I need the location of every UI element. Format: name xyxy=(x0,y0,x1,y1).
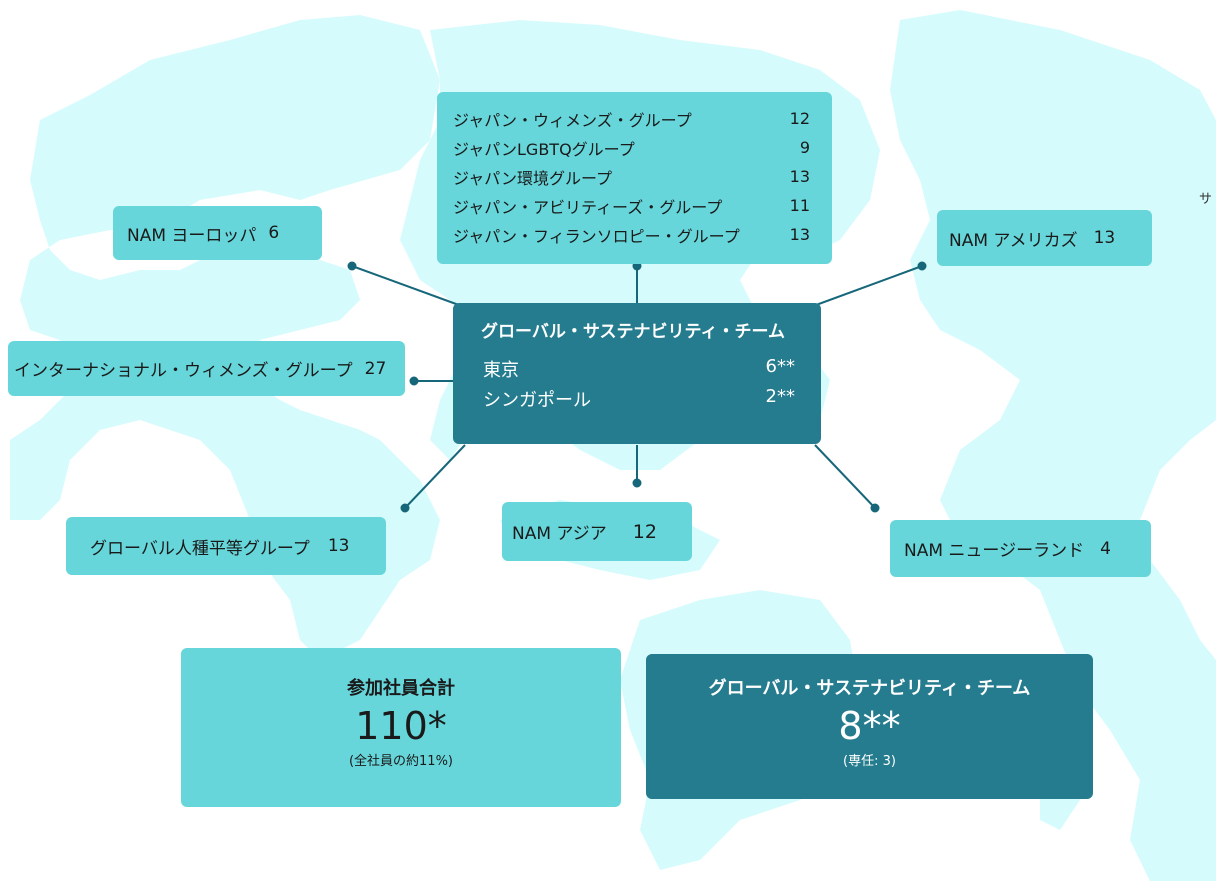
group-count: 9 xyxy=(799,138,810,157)
team-location-city: 東京 xyxy=(483,360,519,381)
global-race-equality-label: グローバル人種平等グループ xyxy=(90,538,310,559)
team-summary-note: (専任: 3) xyxy=(843,754,896,769)
group-name: ジャパン・フィランソロピー・グループ xyxy=(453,226,740,246)
participants-summary-box: 参加社員合計 110* (全社員の約11%) xyxy=(181,648,621,807)
group-count: 11 xyxy=(789,196,810,215)
team-title: グローバル・サステナビリティ・チーム xyxy=(481,322,785,342)
group-row: ジャパン・フィランソロピー・グループ 13 xyxy=(453,220,810,249)
group-row: ジャパンLGBTQグループ 9 xyxy=(453,133,810,162)
nam-asia-box: NAM アジア 12 xyxy=(502,502,692,561)
nam-americas-label: NAM アメリカズ xyxy=(949,230,1078,251)
global-race-equality-box: グローバル人種平等グループ 13 xyxy=(66,517,386,575)
participants-title: 参加社員合計 xyxy=(347,678,455,699)
international-women-count: 27 xyxy=(364,358,387,379)
nam-asia-count: 12 xyxy=(632,520,657,543)
team-summary-title: グローバル・サステナビリティ・チーム xyxy=(708,678,1031,699)
group-count: 12 xyxy=(789,109,810,128)
team-summary-value: 8** xyxy=(838,704,901,748)
participants-value: 110* xyxy=(355,704,447,748)
group-row: ジャパン・ウィメンズ・グループ 12 xyxy=(453,104,810,133)
group-name: ジャパン・アビリティーズ・グループ xyxy=(453,197,723,217)
nam-new-zealand-label: NAM ニュージーランド xyxy=(904,541,1085,561)
nam-europe-count: 6 xyxy=(268,223,280,243)
japan-groups-box: ジャパン・ウィメンズ・グループ 12 ジャパンLGBTQグループ 9 ジャパン環… xyxy=(437,92,832,264)
nam-americas-box: NAM アメリカズ 13 xyxy=(937,210,1152,266)
global-sustainability-team-box: グローバル・サステナビリティ・チーム 東京 6** シンガポール 2** xyxy=(453,303,821,444)
group-row: ジャパン環境グループ 13 xyxy=(453,162,810,191)
group-count: 13 xyxy=(789,225,810,244)
nam-new-zealand-count: 4 xyxy=(1100,538,1111,559)
nam-asia-label: NAM アジア xyxy=(512,524,607,544)
participants-note: (全社員の約11%) xyxy=(348,754,454,769)
team-location-count: 6** xyxy=(765,356,795,377)
team-location-row: 東京 6** xyxy=(481,356,795,382)
group-row: ジャパン・アビリティーズ・グループ 11 xyxy=(453,191,810,220)
nam-europe-label: NAM ヨーロッパ xyxy=(127,225,257,246)
nam-new-zealand-box: NAM ニュージーランド 4 xyxy=(890,520,1151,577)
group-name: ジャパン環境グループ xyxy=(453,168,613,188)
nam-americas-count: 13 xyxy=(1093,228,1116,248)
nam-europe-box: NAM ヨーロッパ 6 xyxy=(113,206,322,260)
group-count: 13 xyxy=(789,167,810,186)
international-women-box: インターナショナル・ウィメンズ・グループ 27 xyxy=(8,341,405,396)
team-summary-box: グローバル・サステナビリティ・チーム 8** (専任: 3) xyxy=(646,654,1093,799)
team-location-city: シンガポール xyxy=(483,390,591,411)
group-name: ジャパンLGBTQグループ xyxy=(453,139,635,159)
team-location-count: 2** xyxy=(765,386,795,407)
team-location-row: シンガポール 2** xyxy=(481,386,795,412)
global-race-equality-count: 13 xyxy=(327,536,350,556)
group-name: ジャパン・ウィメンズ・グループ xyxy=(453,110,692,130)
edge-text: サ xyxy=(1198,192,1212,207)
international-women-label: インターナショナル・ウィメンズ・グループ xyxy=(14,361,353,381)
